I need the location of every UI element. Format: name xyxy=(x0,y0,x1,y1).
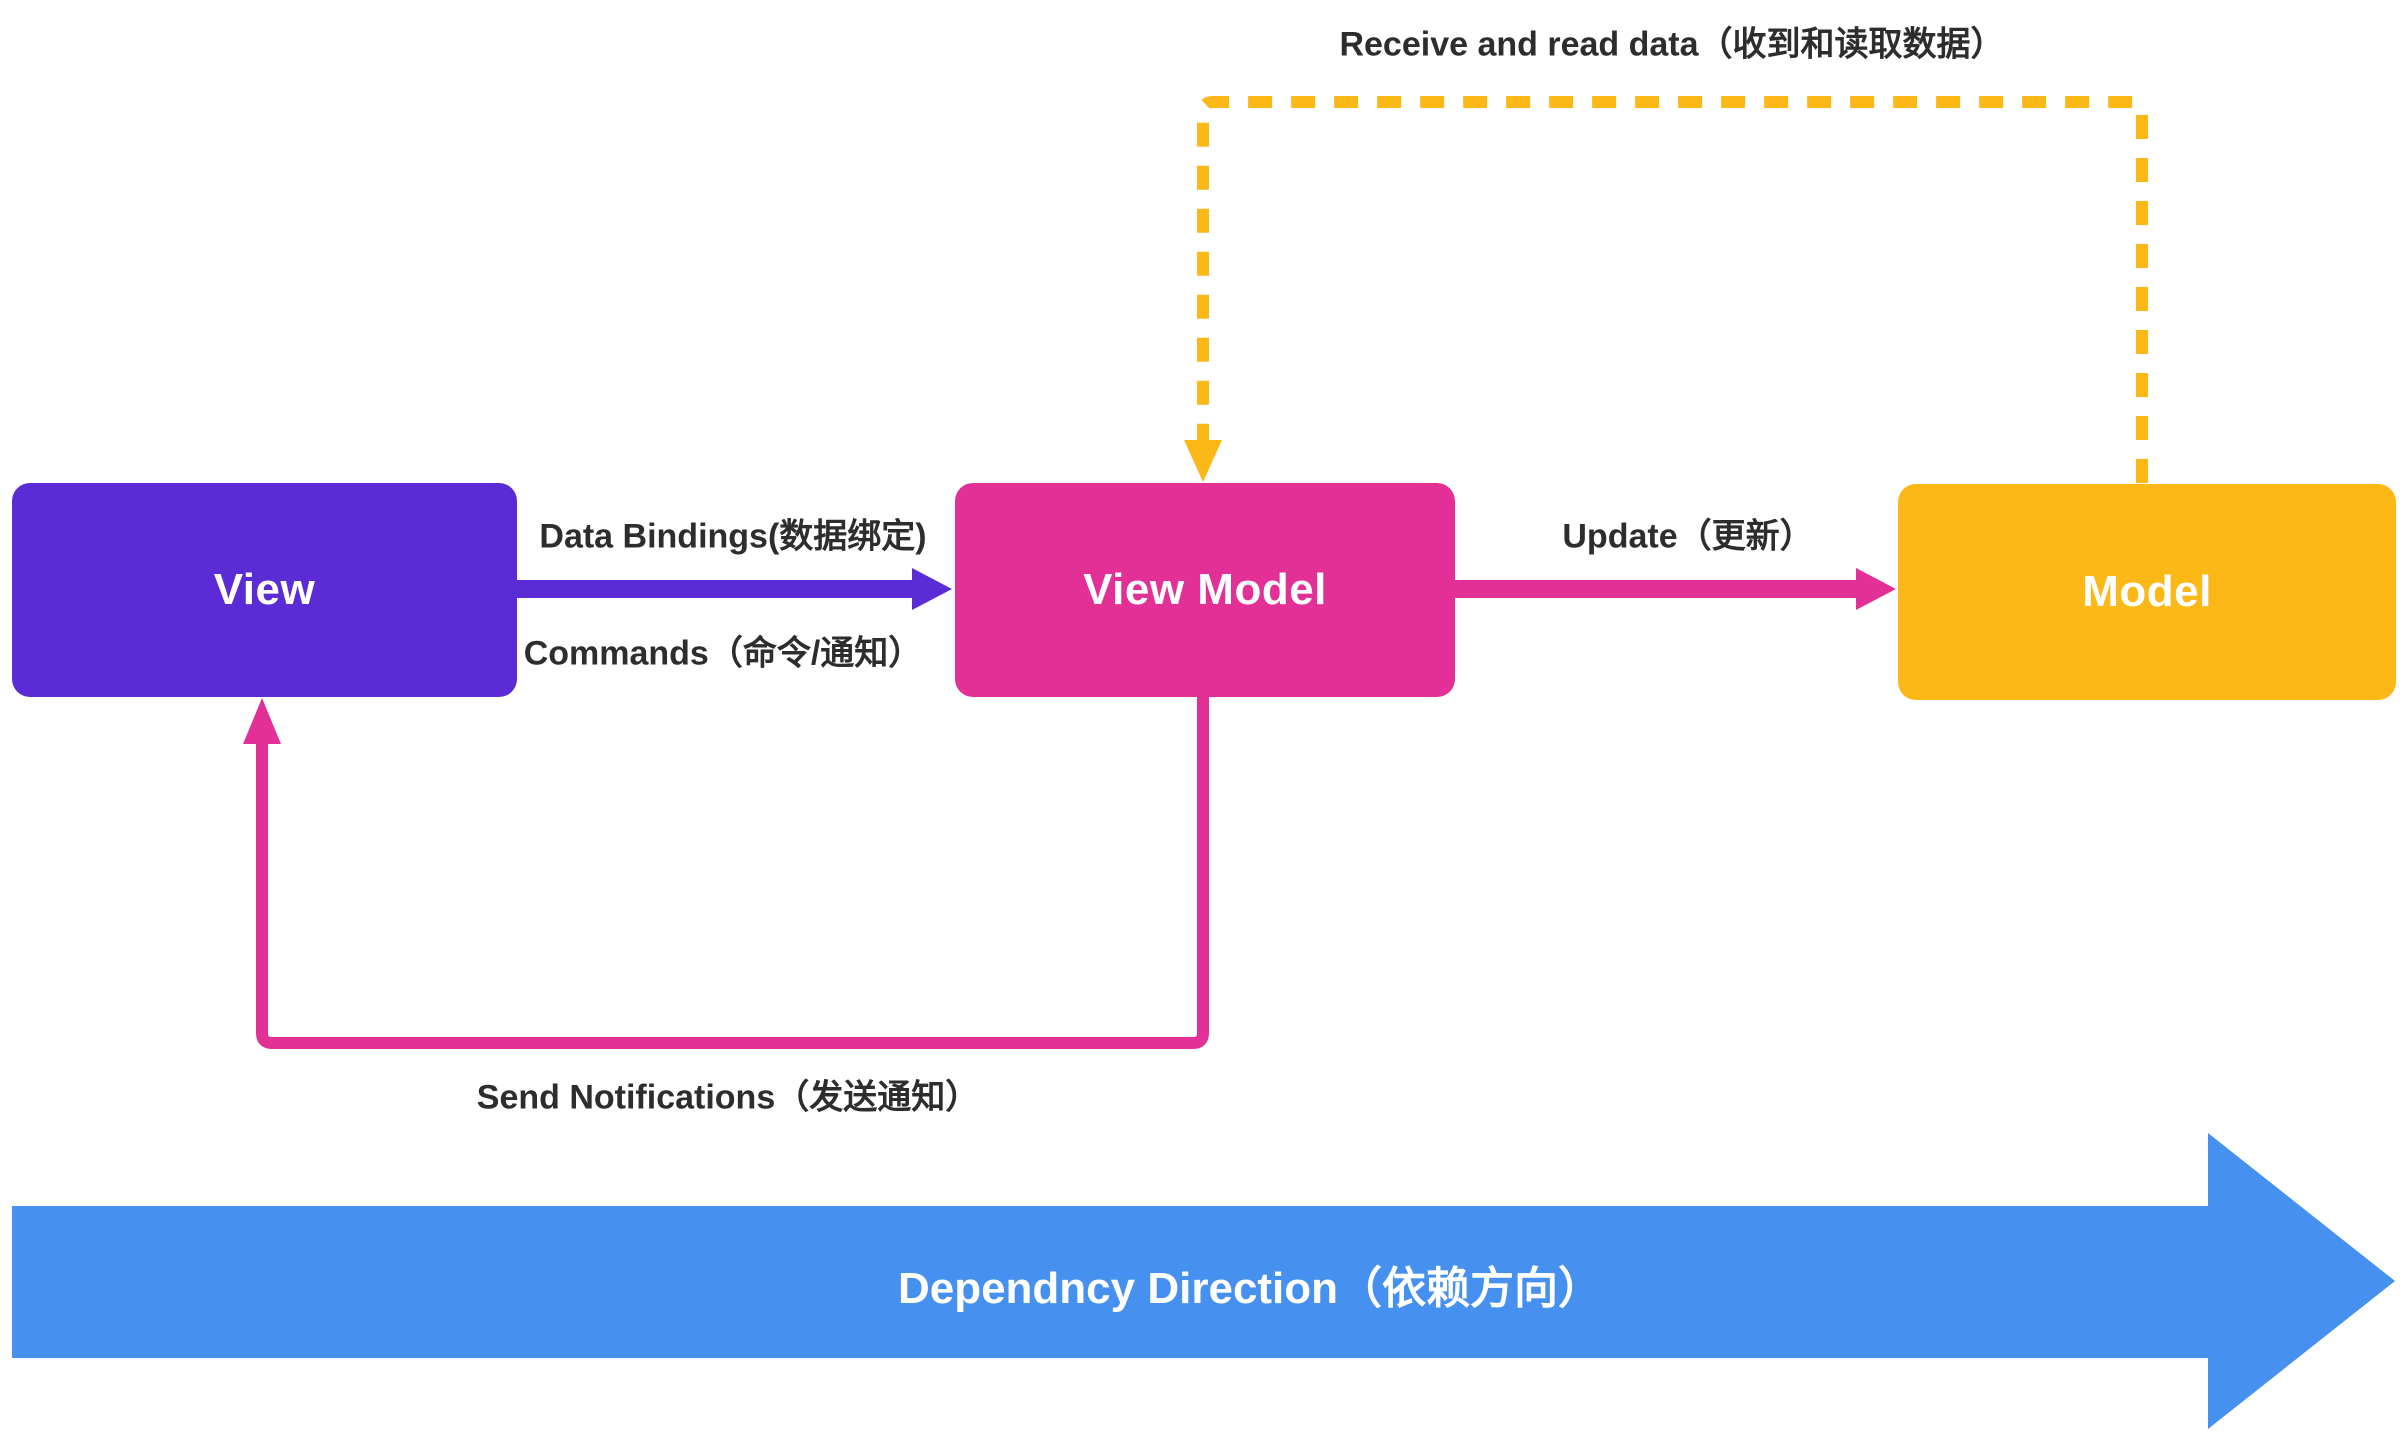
edge-label-commands: Commands（命令/通知） xyxy=(523,634,923,673)
model-to-viewmodel-dashed-arrow xyxy=(1184,96,2148,483)
dependency-direction-label: Dependncy Direction（依赖方向） xyxy=(897,1264,1603,1313)
view-to-viewmodel-arrow xyxy=(517,568,952,610)
arrowhead-down-icon xyxy=(1184,440,1222,482)
edge-label-send-notifications: Send Notifications（发送通知） xyxy=(476,1078,980,1117)
edge-label-update: Update（更新） xyxy=(1562,517,1814,556)
node-view-model: View Model xyxy=(955,483,1455,697)
node-model-label: Model xyxy=(2082,567,2212,616)
edge-label-receive-read: Receive and read data（收到和读取数据） xyxy=(1339,25,2005,64)
dependency-direction-arrow xyxy=(12,1133,2395,1429)
viewmodel-to-view-loop-arrow xyxy=(243,696,1209,1049)
arrowhead-right-icon xyxy=(912,568,952,610)
node-view: View xyxy=(12,483,517,697)
node-view-label: View xyxy=(213,565,316,614)
viewmodel-to-model-arrow xyxy=(1455,568,1896,610)
arrowhead-right-icon xyxy=(1856,568,1896,610)
node-model: Model xyxy=(1898,484,2396,700)
edge-label-data-bindings: Data Bindings(数据绑定) xyxy=(539,517,927,556)
arrowhead-up-icon xyxy=(243,698,281,744)
node-view-model-label: View Model xyxy=(1083,565,1327,614)
